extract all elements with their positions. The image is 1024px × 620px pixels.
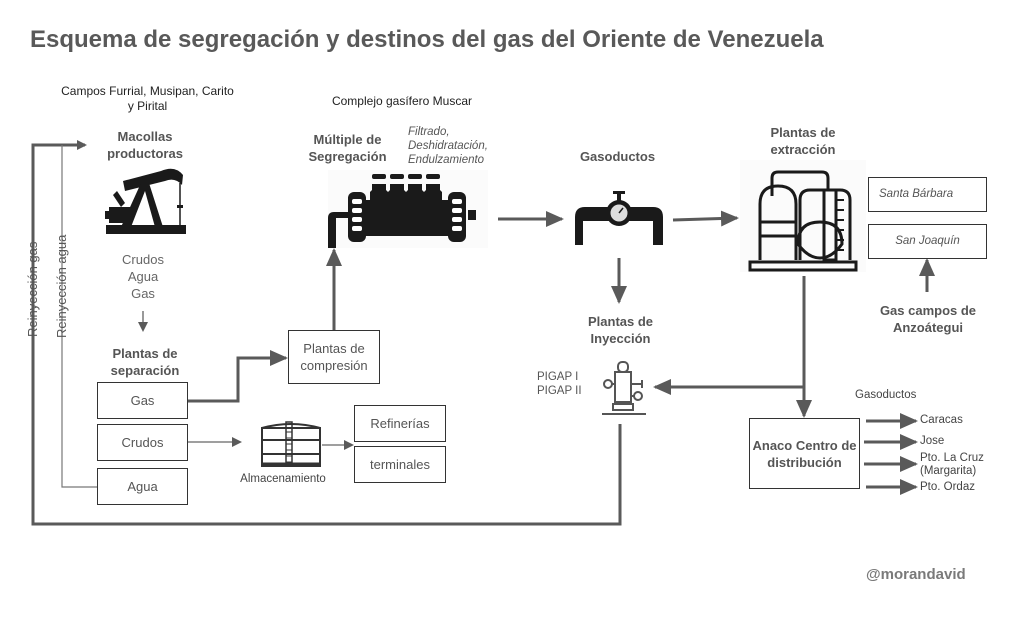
wellhead-icon xyxy=(602,361,646,415)
separation-gas-box: Gas xyxy=(97,382,188,419)
page-title: Esquema de segregación y destinos del ga… xyxy=(30,26,824,53)
terminals-box: terminales xyxy=(354,446,446,483)
anzoategui-gas-label: Gas campos de Anzoátegui xyxy=(879,303,977,335)
separation-crudos-box: Crudos xyxy=(97,424,188,461)
macollas-label: Macollas productoras xyxy=(107,129,183,161)
pipelines-label: Gasoductos xyxy=(579,149,656,164)
pump-jack-icon xyxy=(105,168,186,234)
reinjection-gas-label: Reinyección gas xyxy=(25,241,40,337)
manifold-label: Múltiple de Segregación xyxy=(308,132,387,164)
complex-label: Complejo gasífero Muscar xyxy=(331,94,473,108)
dest-caracas: Caracas xyxy=(920,414,963,426)
separation-title: Plantas de separación xyxy=(110,346,180,378)
separation-agua-box: Agua xyxy=(97,468,188,505)
reinjection-water-label: Reinyección agua xyxy=(54,234,69,338)
refineries-box: Refinerías xyxy=(354,405,446,442)
process-label: Filtrado, Deshidratación, Endulzamiento xyxy=(408,126,488,166)
pigap-1-label: PIGAP I xyxy=(537,371,579,383)
reinjection-water-line xyxy=(61,145,97,488)
injection-title: Plantas de Inyección xyxy=(587,314,654,346)
product-agua: Agua xyxy=(127,269,159,284)
manifold-icon xyxy=(328,170,488,248)
storage-label: Almacenamiento xyxy=(240,473,326,485)
extraction-title: Plantas de extracción xyxy=(770,125,836,157)
dest-jose: Jose xyxy=(920,435,945,447)
author-watermark: @morandavid xyxy=(866,566,966,583)
pipeline-valve-icon xyxy=(575,191,663,245)
distribution-header: Gasoductos xyxy=(855,389,917,401)
product-gas: Gas xyxy=(131,286,155,301)
reinjection-gas-line xyxy=(31,140,622,526)
product-crudos: Crudos xyxy=(122,252,164,267)
anaco-center-box: Anaco Centro de distribución xyxy=(749,418,860,489)
storage-tank-icon xyxy=(261,421,321,467)
extraction-plant-icon xyxy=(740,160,866,272)
plant-santa-barbara: Santa Bárbara xyxy=(868,177,987,212)
fields-label: Campos Furrial, Musipan, Carito y Pirita… xyxy=(61,84,234,113)
dest-pto-la-cruz: Pto. La Cruz (Margarita) xyxy=(920,452,984,477)
plant-san-joaquin: San Joaquín xyxy=(868,224,987,259)
dest-pto-ordaz: Pto. Ordaz xyxy=(920,481,975,493)
pigap-2-label: PIGAP II xyxy=(537,385,582,397)
gas-to-compression-line xyxy=(187,350,288,403)
compression-box: Plantas de compresión xyxy=(288,330,380,384)
pipelines-to-extraction-line xyxy=(672,210,739,227)
